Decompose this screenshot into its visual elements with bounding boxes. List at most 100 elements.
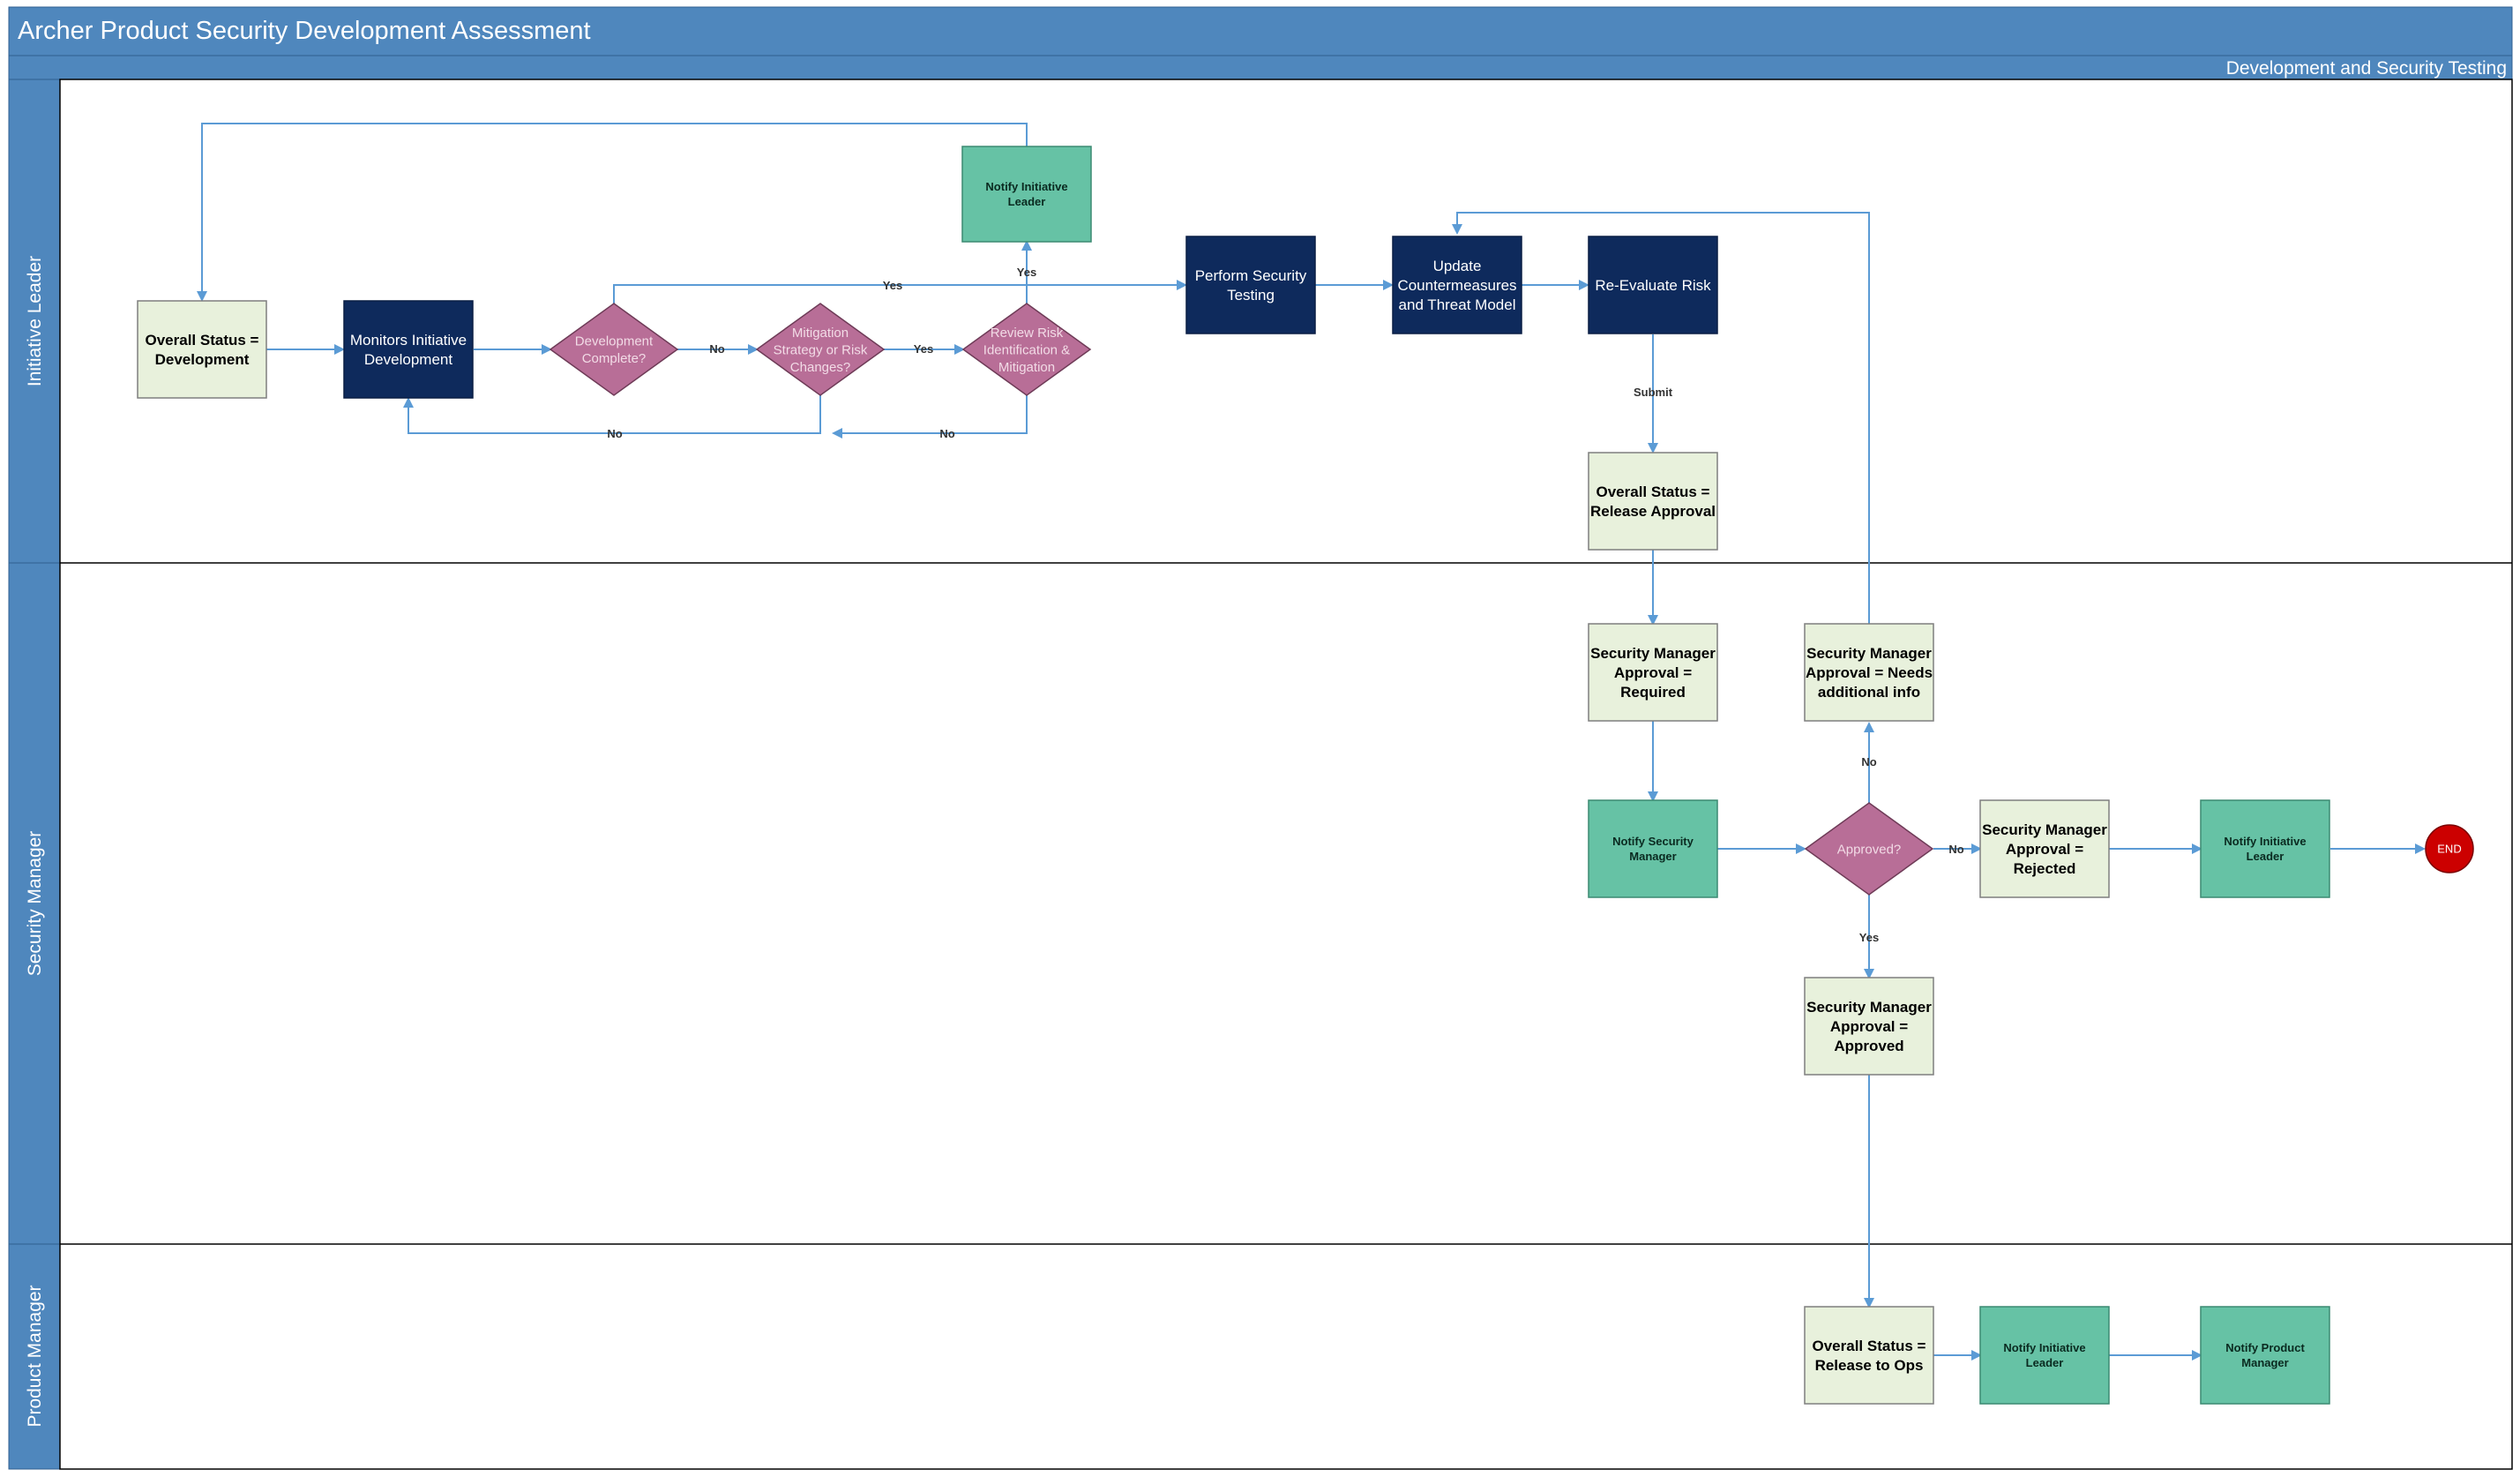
node-status-dev: Overall Status = Development <box>137 300 267 399</box>
diagram-title: Archer Product Security Development Asse… <box>18 17 591 45</box>
node-label-line: Leader <box>1008 195 1046 208</box>
node-label-line: Approval = Needs <box>1806 664 1933 681</box>
node-label-line: Notify Initiative <box>2003 1341 2085 1354</box>
node-label-line: Development <box>155 351 250 368</box>
edge-label: No <box>1861 755 1876 768</box>
node-end: END <box>2425 824 2474 873</box>
edge-label: Yes <box>914 342 933 356</box>
status-box <box>1979 799 2110 898</box>
node-label-line: Complete? <box>582 351 647 366</box>
node-label-line: Approved? <box>1837 842 1902 857</box>
node-label-line: Testing <box>1227 287 1275 304</box>
decision-diamond <box>1804 802 1934 896</box>
edge-complete-yes-to-testing <box>613 280 1187 304</box>
process-box <box>1588 236 1718 334</box>
status-box <box>1804 623 1934 722</box>
node-label-line: Overall Status = <box>1813 1338 1926 1354</box>
edge-label: Yes <box>883 279 902 292</box>
end-circle <box>2425 824 2474 873</box>
edge-label: No <box>709 342 724 356</box>
node-label-line: Release Approval <box>1590 503 1716 520</box>
edge-label: No <box>607 427 622 440</box>
node-label-line: Notify Product <box>2225 1341 2305 1354</box>
process-box <box>1185 236 1316 334</box>
lane-area <box>59 79 2513 1470</box>
node-label-line: Notify Security <box>1612 835 1694 848</box>
process-box <box>1392 236 1522 334</box>
node-label-line: Security Manager <box>1590 645 1716 662</box>
notify-box <box>1979 1306 2110 1405</box>
node-label-line: Manager <box>1629 850 1676 863</box>
node-label-line: Security Manager <box>1982 821 2107 838</box>
nodes: Overall Status = Development Monitors Init… <box>137 146 2474 1405</box>
node-reevaluate: Re-Evaluate Risk <box>1588 236 1718 334</box>
node-label-line: Rejected <box>2014 860 2076 877</box>
edge-label: Yes <box>1859 931 1879 944</box>
node-label-line: Security Manager <box>1806 645 1932 662</box>
node-label-line: Countermeasures <box>1397 277 1516 294</box>
node-status-ops: Overall Status = Release to Ops <box>1804 1306 1934 1405</box>
status-box <box>137 300 267 399</box>
edge-needs-info-to-update <box>1452 212 1870 624</box>
node-label-line: Update <box>1433 258 1482 274</box>
node-label-line: Approved <box>1834 1038 1903 1054</box>
notify-box <box>961 146 1092 243</box>
phase-bar <box>8 55 2513 80</box>
node-label-line: and Threat Model <box>1399 296 1516 313</box>
notify-box <box>1588 799 1718 898</box>
node-status-release: Overall Status = Release Approval <box>1588 452 1718 551</box>
connectors <box>197 123 2426 1361</box>
node-label-line: Development <box>575 334 654 349</box>
decision-diamond <box>549 303 679 396</box>
edge-notify-to-status-dev <box>197 123 1028 302</box>
node-label-line: Leader <box>2026 1356 2064 1369</box>
node-label-line: Overall Status = <box>146 332 259 349</box>
node-label-line: Changes? <box>790 360 850 375</box>
node-dec-approved: Approved? <box>1804 802 1934 896</box>
lane-label-product: Product Manager <box>25 1285 45 1427</box>
edge-label: Submit <box>1634 386 1673 399</box>
node-label-line: Notify Initiative <box>2224 835 2306 848</box>
node-label-line: Review Risk <box>991 326 1064 341</box>
notify-box <box>2200 1306 2330 1405</box>
node-label-line: Leader <box>2247 850 2284 863</box>
status-box <box>1588 452 1718 551</box>
node-label-line: Security Manager <box>1806 999 1932 1016</box>
node-label-line: Manager <box>2241 1356 2288 1369</box>
connector-labels: No Yes No No Yes Yes Submit No No Yes <box>607 266 1963 944</box>
node-label-line: Release to Ops <box>1815 1357 1924 1374</box>
node-label-line: Mitigation <box>998 360 1055 375</box>
lane-band-security <box>8 562 61 1245</box>
status-box <box>1804 1306 1934 1405</box>
edge-label: No <box>939 427 954 440</box>
edge-label: Yes <box>1017 266 1036 279</box>
node-label-line: Mitigation <box>792 326 849 341</box>
status-box <box>1804 977 1934 1076</box>
node-label-line: Re-Evaluate Risk <box>1595 277 1711 294</box>
node-label-line: Overall Status = <box>1596 484 1710 500</box>
node-label-line: Monitors Initiative <box>350 332 467 349</box>
lane-label-initiative: Initiative Leader <box>25 256 45 386</box>
node-label-line: Approval = <box>1614 664 1692 681</box>
lane-band-initiative <box>8 79 61 564</box>
node-label-line: Required <box>1620 684 1686 701</box>
edge-label: No <box>1948 843 1963 856</box>
node-label-line: Identification & <box>983 342 1070 357</box>
title-bar <box>8 6 2513 56</box>
status-box <box>1588 623 1718 722</box>
lane-band-product <box>8 1243 61 1470</box>
decision-diamond <box>755 303 886 396</box>
node-label-line: additional info <box>1818 684 1920 701</box>
